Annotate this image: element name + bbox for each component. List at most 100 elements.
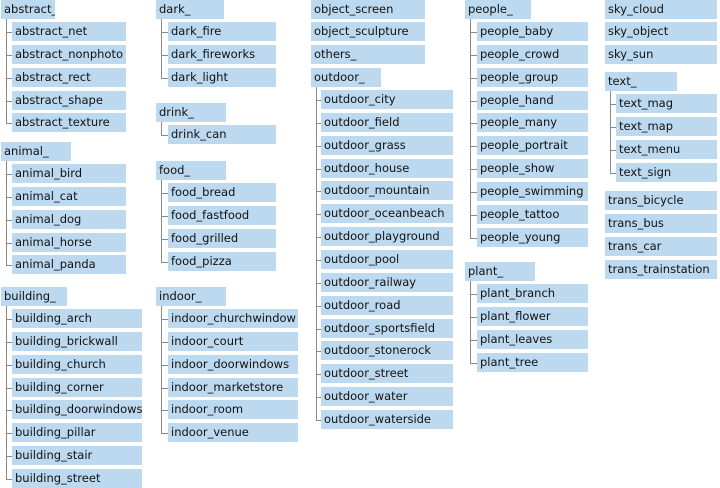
tree-branch-building-arch bbox=[6, 318, 12, 320]
tree-branch-dark-fireworks bbox=[161, 54, 168, 56]
subcategory-node-animal-bird: animal_bird bbox=[12, 164, 126, 183]
subcategory-node-outdoor-sportsfield: outdoor_sportsfield bbox=[321, 319, 453, 338]
subcategory-node-animal-cat: animal_cat bbox=[12, 187, 126, 206]
subcategory-node-people-show: people_show bbox=[477, 159, 588, 178]
tree-branch-people-portrait bbox=[470, 145, 477, 147]
subcategory-node-abstract-shape: abstract_shape bbox=[12, 91, 126, 110]
tree-branch-building-brickwall bbox=[6, 341, 12, 343]
tree-branch-outdoor-railway bbox=[316, 282, 321, 284]
category-node-indoor: indoor_ bbox=[156, 287, 226, 306]
subcategory-node-abstract-rect: abstract_rect bbox=[12, 68, 126, 87]
subcategory-node-food-grilled: food_grilled bbox=[168, 229, 276, 248]
tree-branch-animal-bird bbox=[6, 173, 12, 175]
subcategory-node-outdoor-railway: outdoor_railway bbox=[321, 273, 453, 292]
tree-branch-text-mag bbox=[610, 103, 616, 105]
tree-branch-abstract-rect bbox=[6, 77, 12, 79]
tree-connector-outdoor bbox=[316, 87, 317, 420]
tree-branch-building-stair bbox=[6, 455, 12, 457]
subcategory-node-outdoor-stonerock: outdoor_stonerock bbox=[321, 341, 453, 360]
category-node-others: others_ bbox=[311, 45, 425, 64]
tree-branch-building-church bbox=[6, 364, 12, 366]
tree-branch-outdoor-road bbox=[316, 305, 321, 307]
tree-branch-indoor-marketstore bbox=[161, 387, 168, 389]
category-node-trans-bicycle: trans_bicycle bbox=[605, 191, 717, 210]
tree-connector-animal bbox=[6, 161, 7, 265]
subcategory-node-outdoor-road: outdoor_road bbox=[321, 296, 453, 315]
tree-connector-building bbox=[6, 306, 7, 479]
tree-branch-plant-branch bbox=[470, 293, 477, 295]
subcategory-node-people-portrait: people_portrait bbox=[477, 136, 588, 155]
subcategory-node-people-swimming: people_swimming bbox=[477, 182, 588, 201]
category-node-sky-object: sky_object bbox=[605, 22, 717, 41]
subcategory-node-building-pillar: building_pillar bbox=[12, 423, 142, 442]
tree-branch-people-hand bbox=[470, 100, 477, 102]
subcategory-node-outdoor-street: outdoor_street bbox=[321, 364, 453, 383]
subcategory-node-people-many: people_many bbox=[477, 113, 588, 132]
subcategory-node-building-brickwall: building_brickwall bbox=[12, 332, 142, 351]
subcategory-node-plant-tree: plant_tree bbox=[477, 353, 588, 372]
tree-branch-outdoor-water bbox=[316, 396, 321, 398]
tree-branch-people-show bbox=[470, 168, 477, 170]
category-node-food: food_ bbox=[156, 161, 226, 180]
tree-branch-plant-tree bbox=[470, 362, 477, 364]
subcategory-node-indoor-marketstore: indoor_marketstore bbox=[168, 378, 298, 397]
tree-branch-people-tattoo bbox=[470, 214, 477, 216]
tree-branch-abstract-shape bbox=[6, 100, 12, 102]
subcategory-node-outdoor-oceanbeach: outdoor_oceanbeach bbox=[321, 204, 453, 223]
tree-branch-people-young bbox=[470, 237, 477, 239]
tree-branch-indoor-churchwindow bbox=[161, 318, 168, 320]
tree-branch-building-pillar bbox=[6, 432, 12, 434]
tree-branch-outdoor-street bbox=[316, 373, 321, 375]
subcategory-node-abstract-nonphoto: abstract_nonphoto bbox=[12, 45, 126, 64]
category-node-building: building_ bbox=[1, 287, 67, 306]
tree-branch-animal-panda bbox=[6, 264, 12, 266]
subcategory-node-text-sign: text_sign bbox=[616, 163, 717, 182]
subcategory-node-indoor-venue: indoor_venue bbox=[168, 423, 298, 442]
subcategory-node-outdoor-grass: outdoor_grass bbox=[321, 136, 453, 155]
subcategory-node-animal-horse: animal_horse bbox=[12, 233, 126, 252]
subcategory-node-people-crowd: people_crowd bbox=[477, 45, 588, 64]
tree-branch-plant-flower bbox=[470, 316, 477, 318]
tree-branch-outdoor-pool bbox=[316, 259, 321, 261]
subcategory-node-abstract-net: abstract_net bbox=[12, 22, 126, 41]
subcategory-node-text-mag: text_mag bbox=[616, 94, 717, 113]
category-node-object-screen: object_screen bbox=[311, 0, 425, 19]
tree-connector-plant bbox=[470, 281, 471, 363]
category-node-drink: drink_ bbox=[156, 103, 226, 122]
tree-branch-building-street bbox=[6, 478, 12, 480]
tree-branch-indoor-doorwindows bbox=[161, 364, 168, 366]
subcategory-node-indoor-room: indoor_room bbox=[168, 400, 298, 419]
subcategory-node-dark-fireworks: dark_fireworks bbox=[168, 45, 276, 64]
tree-connector-food bbox=[161, 180, 162, 262]
subcategory-node-plant-leaves: plant_leaves bbox=[477, 330, 588, 349]
subcategory-node-outdoor-waterside: outdoor_waterside bbox=[321, 410, 453, 429]
subcategory-node-indoor-doorwindows: indoor_doorwindows bbox=[168, 355, 298, 374]
tree-connector-people bbox=[470, 19, 471, 238]
subcategory-node-text-menu: text_menu bbox=[616, 140, 717, 159]
tree-connector-indoor bbox=[161, 306, 162, 433]
tree-branch-animal-dog bbox=[6, 219, 12, 221]
subcategory-node-building-arch: building_arch bbox=[12, 309, 142, 328]
category-node-trans-trainstation: trans_trainstation bbox=[605, 260, 717, 279]
subcategory-node-building-corner: building_corner bbox=[12, 378, 142, 397]
tree-branch-outdoor-grass bbox=[316, 145, 321, 147]
tree-branch-food-fastfood bbox=[161, 215, 168, 217]
subcategory-node-outdoor-mountain: outdoor_mountain bbox=[321, 181, 453, 200]
tree-branch-people-many bbox=[470, 122, 477, 124]
tree-branch-abstract-nonphoto bbox=[6, 54, 12, 56]
tree-branch-outdoor-field bbox=[316, 122, 321, 124]
tree-branch-outdoor-mountain bbox=[316, 190, 321, 192]
category-node-object-sculpture: object_sculpture bbox=[311, 22, 425, 41]
subcategory-node-animal-panda: animal_panda bbox=[12, 255, 126, 274]
tree-branch-people-baby bbox=[470, 31, 477, 33]
tree-connector-abstract bbox=[6, 19, 7, 123]
tree-branch-building-corner bbox=[6, 387, 12, 389]
category-node-animal: animal_ bbox=[1, 142, 71, 161]
subcategory-node-building-doorwindows: building_doorwindows bbox=[12, 400, 142, 419]
category-node-abstract: abstract_ bbox=[1, 0, 55, 19]
tree-connector-text bbox=[610, 91, 611, 173]
category-node-plant: plant_ bbox=[465, 262, 535, 281]
tree-branch-food-grilled bbox=[161, 238, 168, 240]
tree-branch-food-pizza bbox=[161, 261, 168, 263]
tree-branch-indoor-room bbox=[161, 409, 168, 411]
